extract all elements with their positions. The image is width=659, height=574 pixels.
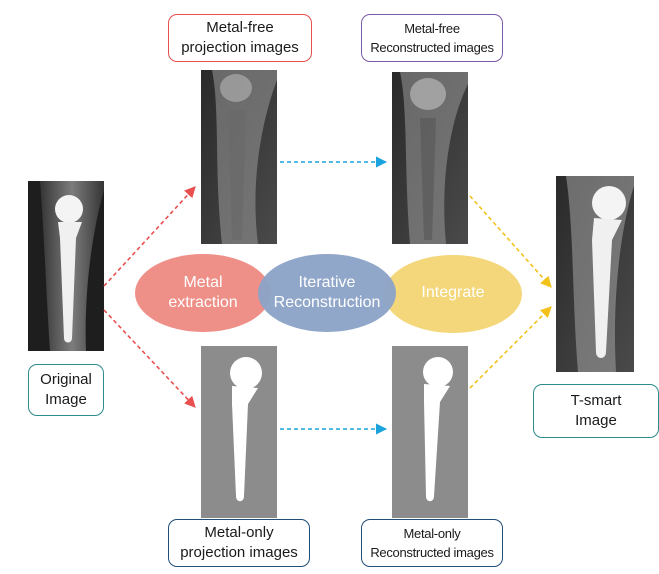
tsmart-image-label: T-smart Image bbox=[533, 384, 659, 438]
metal-free-reconstructed-image bbox=[392, 72, 468, 244]
metal-free-projection-image bbox=[201, 70, 277, 244]
original-xray-image bbox=[28, 181, 104, 351]
metal-extraction-label: Metal extraction bbox=[140, 266, 266, 320]
metal-only-projection-label: Metal-only projection images bbox=[168, 519, 310, 567]
metal-free-projection-label: Metal-free projection images bbox=[168, 14, 312, 62]
tsmart-image bbox=[556, 176, 634, 372]
iterative-reconstruction-label: Iterative Reconstruction bbox=[263, 266, 391, 320]
metal-only-reconstructed-label: Metal-only Reconstructed images bbox=[361, 519, 503, 567]
original-image-label: Original Image bbox=[28, 364, 104, 416]
metal-only-projection-image bbox=[201, 346, 277, 518]
metal-only-reconstructed-image bbox=[392, 346, 468, 518]
metal-free-reconstructed-label: Metal-free Reconstructed images bbox=[361, 14, 503, 62]
integrate-label: Integrate bbox=[392, 266, 514, 320]
